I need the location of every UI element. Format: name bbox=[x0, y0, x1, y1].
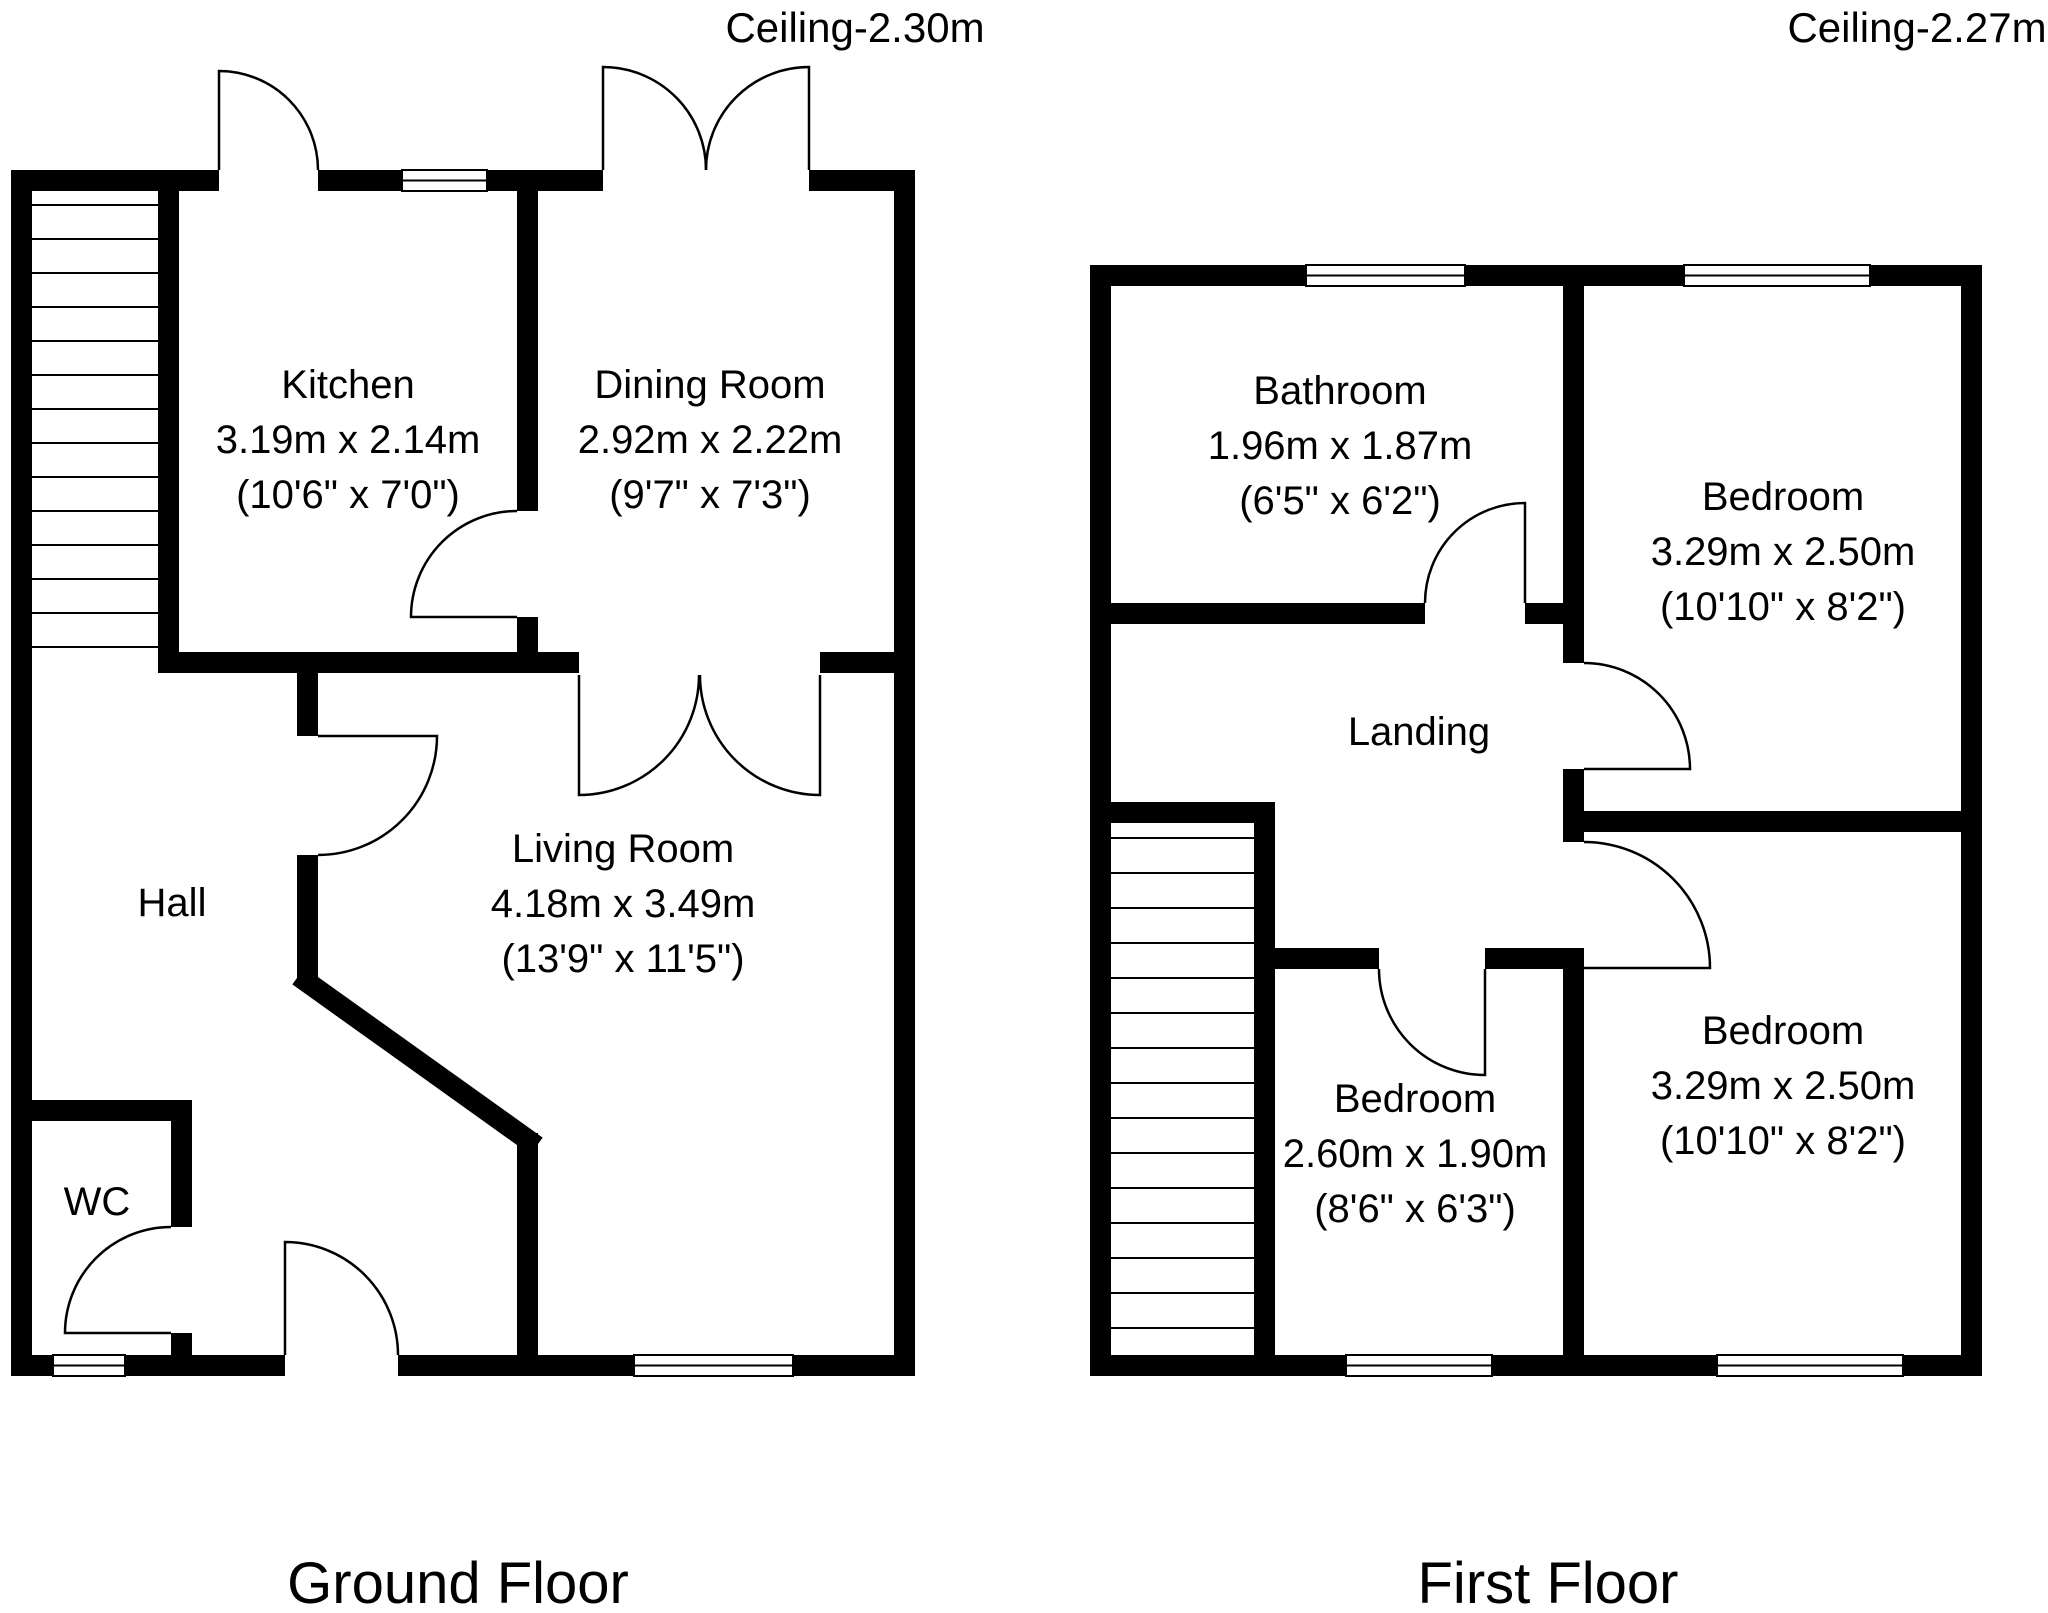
ground-ceiling-label: Ceiling-2.30m bbox=[725, 4, 984, 51]
patio-door-right-arc bbox=[704, 65, 811, 171]
wall-segment bbox=[11, 170, 32, 1376]
bedroom-front-door-arc bbox=[1583, 840, 1712, 970]
dining-room-dims-m: 2.92m x 2.22m bbox=[578, 418, 843, 462]
living-room-dims-m: 4.18m x 3.49m bbox=[491, 882, 756, 926]
hall-living-door-arc bbox=[317, 734, 439, 857]
bedroom-front-window bbox=[1716, 1354, 1904, 1377]
bathroom-window bbox=[1305, 264, 1466, 287]
first-floor-stairs bbox=[1111, 837, 1254, 1329]
bathroom-label: Bathroom bbox=[1253, 369, 1426, 413]
wall-segment bbox=[158, 652, 579, 673]
wall-segment bbox=[1961, 265, 1982, 1376]
wall-segment bbox=[1563, 265, 1584, 663]
first-floor-doors bbox=[1377, 501, 1712, 1077]
bedroom-small-window bbox=[1345, 1354, 1493, 1377]
bedroom-small-door-arc bbox=[1377, 968, 1487, 1077]
wall-segment bbox=[171, 1333, 192, 1376]
wall-segment bbox=[517, 1133, 538, 1376]
bedroom-rear-dims-ft: (10'10" x 8'2") bbox=[1660, 585, 1906, 629]
wc-label: WC bbox=[64, 1180, 131, 1224]
wall-segment bbox=[1111, 603, 1425, 624]
bedroom-small-dims-m: 2.60m x 1.90m bbox=[1283, 1132, 1548, 1176]
wall-segment bbox=[297, 652, 318, 736]
wall-segment bbox=[158, 170, 179, 673]
living-room-window bbox=[633, 1354, 794, 1377]
patio-door-left-arc bbox=[601, 65, 708, 171]
ground-floor-labels: Ceiling-2.30m Kitchen 3.19m x 2.14m (10'… bbox=[64, 4, 985, 1613]
ground-floor-plan: Ceiling-2.30m Kitchen 3.19m x 2.14m (10'… bbox=[11, 4, 985, 1613]
first-floor-plan: Ceiling-2.27m Bathroom 1.96m x 1.87m (6'… bbox=[1090, 4, 2047, 1613]
wall-segment bbox=[1485, 948, 1584, 969]
wall-segment bbox=[1254, 948, 1379, 969]
wall-segment bbox=[820, 652, 894, 673]
bedroom-front-dims-m: 3.29m x 2.50m bbox=[1651, 1064, 1916, 1108]
wall-segment bbox=[171, 1100, 192, 1227]
kitchen-dims-m: 3.19m x 2.14m bbox=[216, 418, 481, 462]
living-room-dims-ft: (13'9" x 11'5") bbox=[501, 937, 744, 981]
wall-segment bbox=[11, 170, 219, 191]
ground-floor-title: Ground Floor bbox=[287, 1551, 629, 1613]
wall-segment bbox=[1563, 811, 1961, 832]
bedroom-rear-door-arc bbox=[1583, 661, 1692, 771]
kitchen-dims-ft: (10'6" x 7'0") bbox=[236, 473, 460, 517]
living-room-label: Living Room bbox=[512, 827, 734, 871]
bedroom-small-label: Bedroom bbox=[1334, 1077, 1496, 1121]
first-floor-labels: Ceiling-2.27m Bathroom 1.96m x 1.87m (6'… bbox=[1208, 4, 2047, 1613]
first-floor-title: First Floor bbox=[1418, 1551, 1679, 1613]
wall-segment bbox=[517, 617, 538, 673]
bedroom-rear-dims-m: 3.29m x 2.50m bbox=[1651, 530, 1916, 574]
hall-label: Hall bbox=[138, 881, 207, 925]
ground-floor-walls bbox=[11, 170, 915, 1376]
wc-window bbox=[52, 1354, 126, 1377]
first-ceiling-label: Ceiling-2.27m bbox=[1787, 4, 2046, 51]
bedroom-rear-label: Bedroom bbox=[1702, 475, 1864, 519]
wall-segment bbox=[894, 170, 915, 1376]
bedroom-front-dims-ft: (10'10" x 8'2") bbox=[1660, 1119, 1906, 1163]
back-door-arc bbox=[217, 69, 320, 171]
dining-room-dims-ft: (9'7" x 7'3") bbox=[609, 473, 811, 517]
wall-segment bbox=[1111, 802, 1254, 823]
kitchen-dining-door-arc bbox=[409, 509, 518, 619]
ground-floor-doors bbox=[63, 65, 822, 1356]
bedroom-small-dims-ft: (8'6" x 6'3") bbox=[1314, 1187, 1516, 1231]
dining-living-door-left-arc bbox=[577, 674, 701, 797]
bedroom-front-label: Bedroom bbox=[1702, 1009, 1864, 1053]
wc-door-arc bbox=[63, 1225, 172, 1335]
ground-floor-windows bbox=[52, 169, 794, 1377]
bathroom-dims-m: 1.96m x 1.87m bbox=[1208, 424, 1473, 468]
front-door-arc bbox=[283, 1240, 400, 1356]
kitchen-window bbox=[401, 169, 488, 192]
wall-segment bbox=[297, 855, 318, 988]
wall-segment bbox=[1254, 802, 1275, 1376]
landing-label: Landing bbox=[1348, 710, 1490, 754]
ground-floor-stairs bbox=[32, 204, 158, 648]
dining-room-label: Dining Room bbox=[594, 363, 825, 407]
wall-segment bbox=[809, 170, 915, 191]
bathroom-dims-ft: (6'5" x 6'2") bbox=[1239, 479, 1441, 523]
bathroom-door-arc bbox=[1423, 501, 1527, 604]
wall-segment bbox=[11, 1100, 192, 1121]
wall-segment bbox=[1563, 968, 1584, 1376]
dining-living-door-right-arc bbox=[698, 674, 822, 797]
diagonal-wall-segment bbox=[292, 967, 543, 1155]
bedroom-rear-window bbox=[1683, 264, 1871, 287]
wall-segment bbox=[517, 170, 538, 511]
first-floor-windows bbox=[1305, 264, 1904, 1377]
wall-segment bbox=[1090, 265, 1111, 1376]
kitchen-label: Kitchen bbox=[281, 363, 414, 407]
